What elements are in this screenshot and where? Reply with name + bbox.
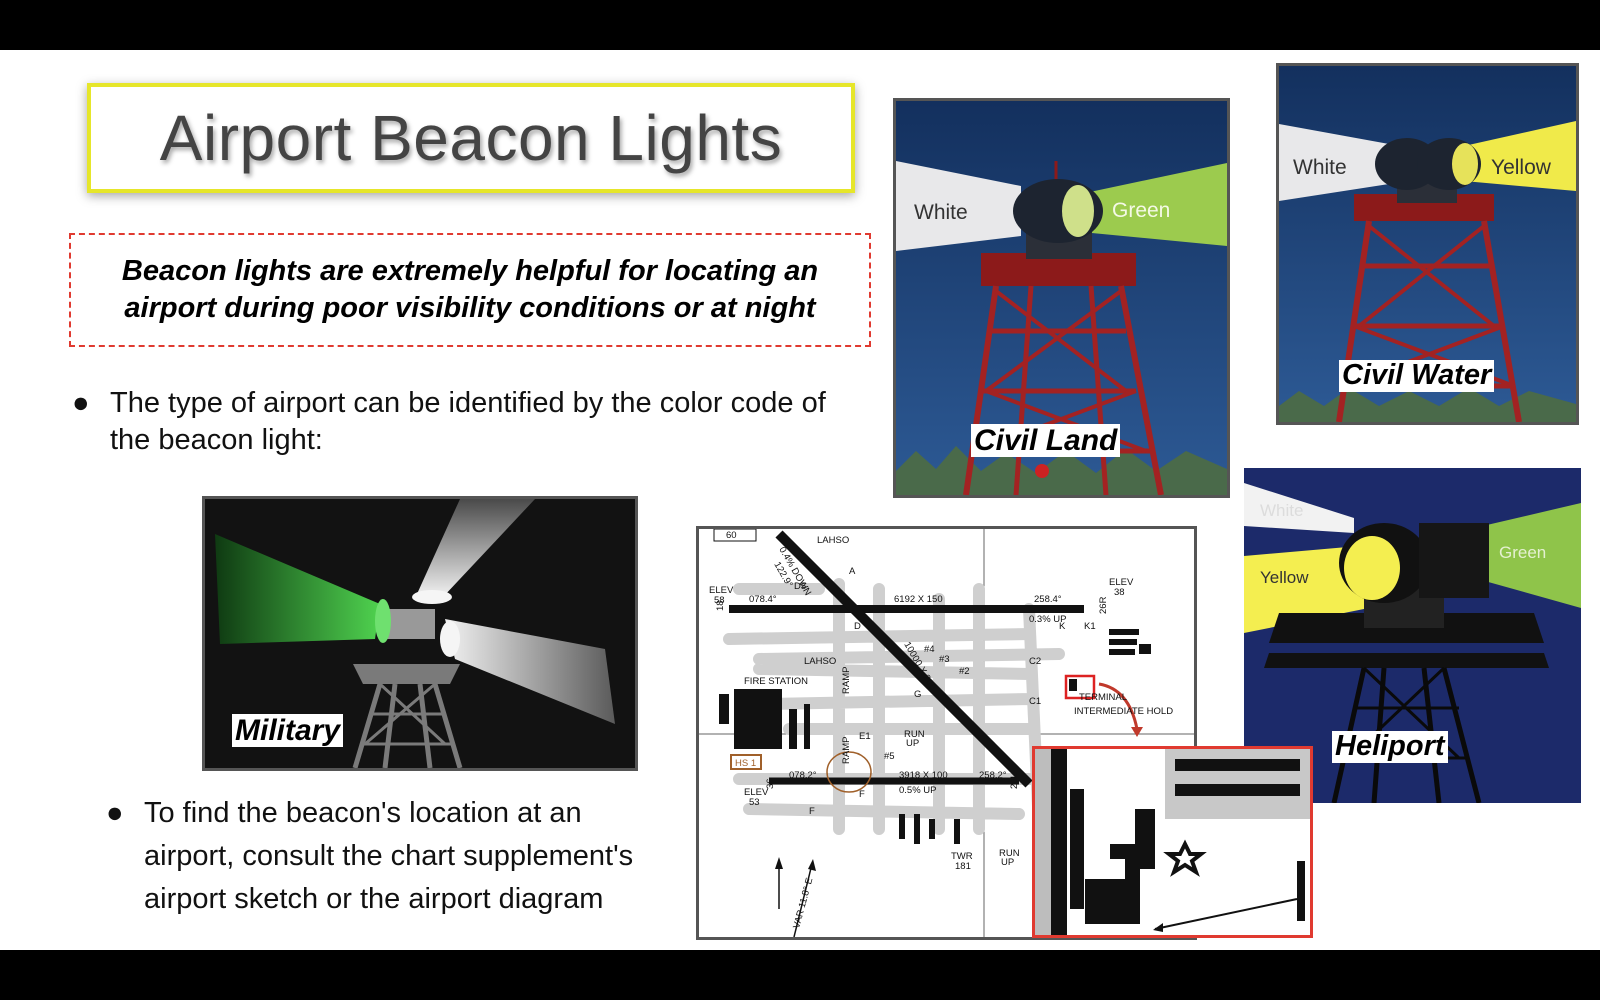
terminal-zoom-drawing <box>1035 749 1310 935</box>
dg-twr-val: 181 <box>955 861 971 872</box>
dg-var: VAR 11.8° E <box>791 877 815 930</box>
dg-ramp-1: RAMP <box>841 667 852 694</box>
dg-ramp-2: RAMP <box>841 737 852 764</box>
dg-pad-5: #5 <box>884 751 895 762</box>
bullet-item-1: ● The type of airport can be identified … <box>72 385 852 459</box>
bullet-text-1: The type of airport can be identified by… <box>110 387 826 456</box>
civil-water-light-left: White <box>1293 156 1347 179</box>
dg-tw-e1: E1 <box>859 731 871 742</box>
dg-run-up-1: RUN <box>999 848 1020 859</box>
dg-elev-left: ELEV <box>709 585 734 596</box>
dg-grad-bot: 0.5% UP <box>899 785 937 796</box>
callout-box: Beacon lights are extremely helpful for … <box>69 233 871 347</box>
callout-text: Beacon lights are extremely helpful for … <box>121 255 819 324</box>
dg-tw-a: A <box>849 566 856 577</box>
dg-num-60: 60 <box>726 530 737 541</box>
dg-tw-f: F <box>859 789 865 800</box>
dg-rwy-main-dims: 6192 X 150 <box>894 594 943 605</box>
dg-elev-right-val: 38 <box>1114 587 1125 598</box>
page-title: Airport Beacon Lights <box>159 102 783 174</box>
bullet-icon: ● <box>72 387 90 419</box>
bullet-text-2: To find the beacon's location at an airp… <box>144 797 634 915</box>
dg-run-up-2b: UP <box>906 738 919 749</box>
military-caption: Military <box>232 714 344 747</box>
dg-hdg-078-bot: 078.2° <box>789 770 817 781</box>
dg-grad-top: 0.3% UP <box>1029 614 1067 625</box>
dg-elev-bottom-val: 53 <box>749 797 760 808</box>
military-image: Military <box>202 496 638 771</box>
dg-twr: TWR <box>951 851 973 862</box>
dg-tw-c2: C2 <box>1029 656 1041 667</box>
slide: Airport Beacon Lights Beacon lights are … <box>0 50 1600 950</box>
dg-rw-18: 18 <box>715 600 726 611</box>
dg-run-up-2: RUN <box>904 729 925 740</box>
dg-hdg-078-top: 078.4° <box>749 594 777 605</box>
dg-tw-k: K <box>1059 621 1066 632</box>
dg-fire-station: FIRE STATION <box>744 676 808 687</box>
bullet-item-2: ● To find the beacon's location at an ai… <box>106 792 676 921</box>
dg-pad-2: #2 <box>959 666 970 677</box>
diagram-zoom-inset <box>1032 746 1313 938</box>
heliport-light-3: Green <box>1499 543 1546 562</box>
dg-elev-bottom: ELEV <box>744 787 769 798</box>
civil-land-light-right: Green <box>1112 199 1170 222</box>
dg-tw-d5: D5 <box>794 581 806 592</box>
civil-water-image: White Yellow Civil Water <box>1276 63 1579 425</box>
dg-tw-f-left: F <box>809 806 815 817</box>
civil-land-caption: Civil Land <box>971 424 1121 457</box>
dg-terminal: TERMINAL <box>1079 692 1127 703</box>
dg-rw-26l: 26L <box>1009 773 1020 789</box>
civil-water-caption: Civil Water <box>1339 359 1495 392</box>
civil-water-light-right: Yellow <box>1491 156 1552 179</box>
title-box: Airport Beacon Lights <box>87 83 855 193</box>
dg-run-up-1b: UP <box>1001 857 1014 868</box>
dg-lahso-mid: LAHSO <box>804 656 836 667</box>
dg-elev-left-val: 58 <box>714 595 725 606</box>
dg-tw-k1: K1 <box>1084 621 1096 632</box>
dg-hdg-258-top: 258.4° <box>1034 594 1062 605</box>
civil-land-light-left: White <box>914 201 968 224</box>
civil-land-image: White Green Civil Land <box>893 98 1230 498</box>
military-beacon-illustration <box>205 499 635 768</box>
heliport-light-2: Yellow <box>1260 568 1309 587</box>
dg-pad-3: #3 <box>939 654 950 665</box>
dg-hs1: HS 1 <box>735 758 756 769</box>
dg-intermediate-hold: INTERMEDIATE HOLD <box>1074 706 1173 717</box>
dg-rwy-lower-dims: 3918 X 100 <box>899 770 948 781</box>
dg-pad-4: #4 <box>924 644 935 655</box>
dg-tw-g: G <box>914 689 921 700</box>
heliport-light-1: White <box>1260 501 1303 520</box>
dg-elev-right: ELEV <box>1109 577 1134 588</box>
airport-diagram-drawing: 60 LAHSO ELEV 58 ELEV 38 078.4° 6192 X 1… <box>699 529 1194 937</box>
dg-rw-26r: 26R <box>1098 596 1109 614</box>
civil-land-beacon-illustration: White Green <box>896 101 1227 495</box>
dg-lahso-top: LAHSO <box>817 535 849 546</box>
dg-tw-c1: C1 <box>1029 696 1041 707</box>
bullet-icon: ● <box>106 797 124 829</box>
heliport-caption: Heliport <box>1332 730 1448 763</box>
dg-rw-36: 36 <box>765 778 776 789</box>
dg-tw-d: D <box>854 621 861 632</box>
dg-hdg-258-bot: 258.2° <box>979 770 1007 781</box>
